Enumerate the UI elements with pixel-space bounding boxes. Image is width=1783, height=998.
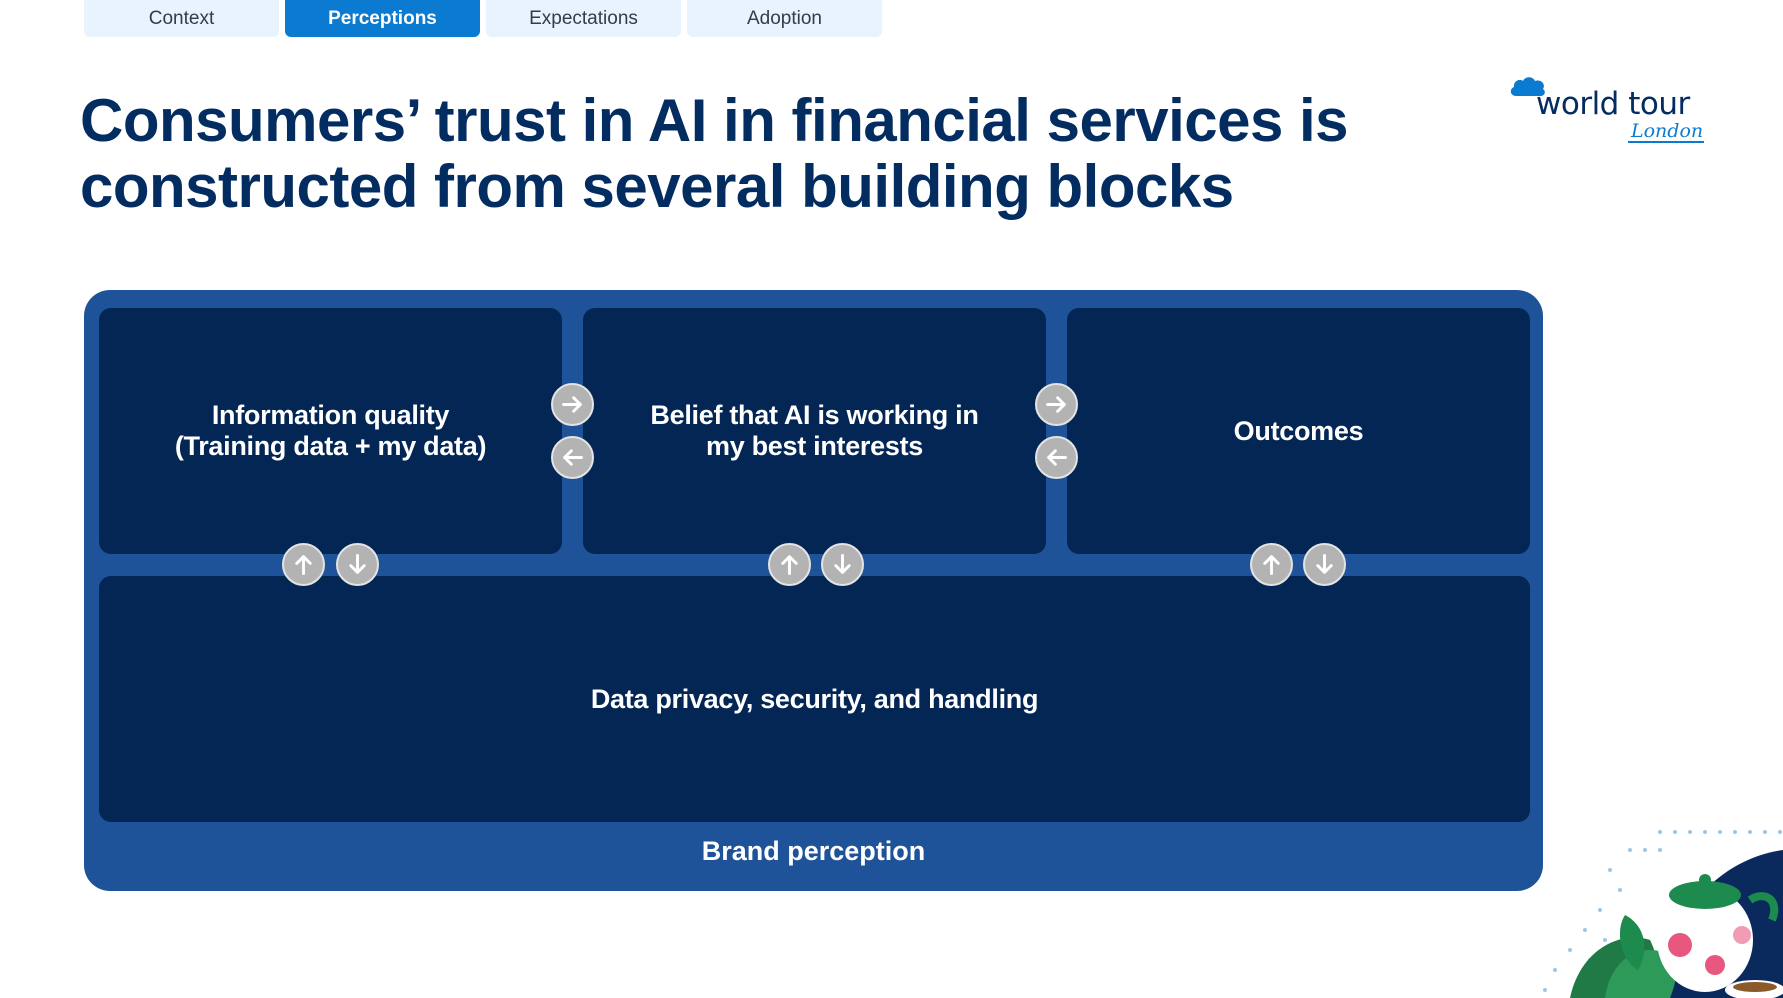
- arrow-down-icon: [1303, 543, 1346, 586]
- teapot-illustration: [1543, 830, 1783, 998]
- arrow-right-icon: [1035, 383, 1078, 426]
- brand-perception-label: Brand perception: [701, 836, 926, 866]
- arrow-up-icon: [768, 543, 811, 586]
- outcomes-block: Outcomes: [1067, 308, 1530, 554]
- tab-perceptions[interactable]: Perceptions: [285, 0, 480, 37]
- arrow-left-icon: [551, 436, 594, 479]
- logo-underline: [1628, 141, 1704, 143]
- logo-text: world tour: [1536, 86, 1690, 122]
- arrow-right-icon: [551, 383, 594, 426]
- data-privacy-block: Data privacy, security, and handling: [99, 576, 1530, 822]
- arrow-left-icon: [1035, 436, 1078, 479]
- slide-title: Consumers’ trust in AI in financial serv…: [80, 87, 1349, 220]
- tab-expectations[interactable]: Expectations: [486, 0, 681, 37]
- arrow-down-icon: [821, 543, 864, 586]
- arrow-down-icon: [336, 543, 379, 586]
- logo-city: London: [1631, 120, 1704, 142]
- information-quality-label: Information quality (Training data + my …: [174, 400, 487, 461]
- outcomes-label: Outcomes: [1233, 415, 1364, 446]
- data-privacy-label: Data privacy, security, and handling: [590, 683, 1039, 714]
- belief-label: Belief that AI is working in my best int…: [650, 400, 979, 461]
- arrow-up-icon: [1250, 543, 1293, 586]
- tab-context[interactable]: Context: [84, 0, 279, 37]
- tab-adoption[interactable]: Adoption: [687, 0, 882, 37]
- world-tour-logo: world tour London: [1508, 72, 1704, 152]
- section-tabs: Context Perceptions Expectations Adoptio…: [84, 0, 882, 37]
- arrow-up-icon: [282, 543, 325, 586]
- cloud-icon: [1510, 77, 1545, 97]
- information-quality-block: Information quality (Training data + my …: [99, 308, 562, 554]
- belief-block: Belief that AI is working in my best int…: [583, 308, 1046, 554]
